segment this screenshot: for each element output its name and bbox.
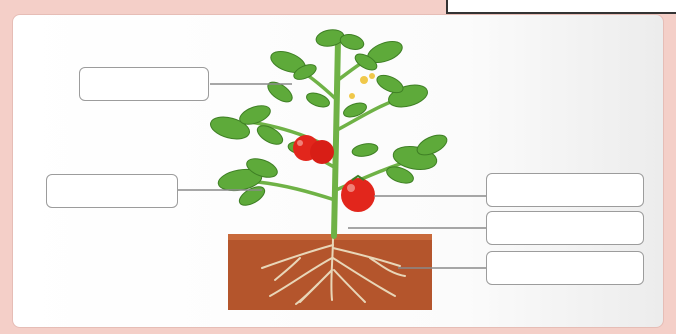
label-box-root[interactable] <box>486 251 644 285</box>
label-box-stem[interactable] <box>486 211 644 245</box>
label-box-leaf[interactable] <box>79 67 209 101</box>
label-box-branch[interactable] <box>46 174 178 208</box>
label-box-fruit[interactable] <box>486 173 644 207</box>
leaves <box>208 28 450 209</box>
stem <box>334 40 338 236</box>
flowers <box>349 73 375 99</box>
